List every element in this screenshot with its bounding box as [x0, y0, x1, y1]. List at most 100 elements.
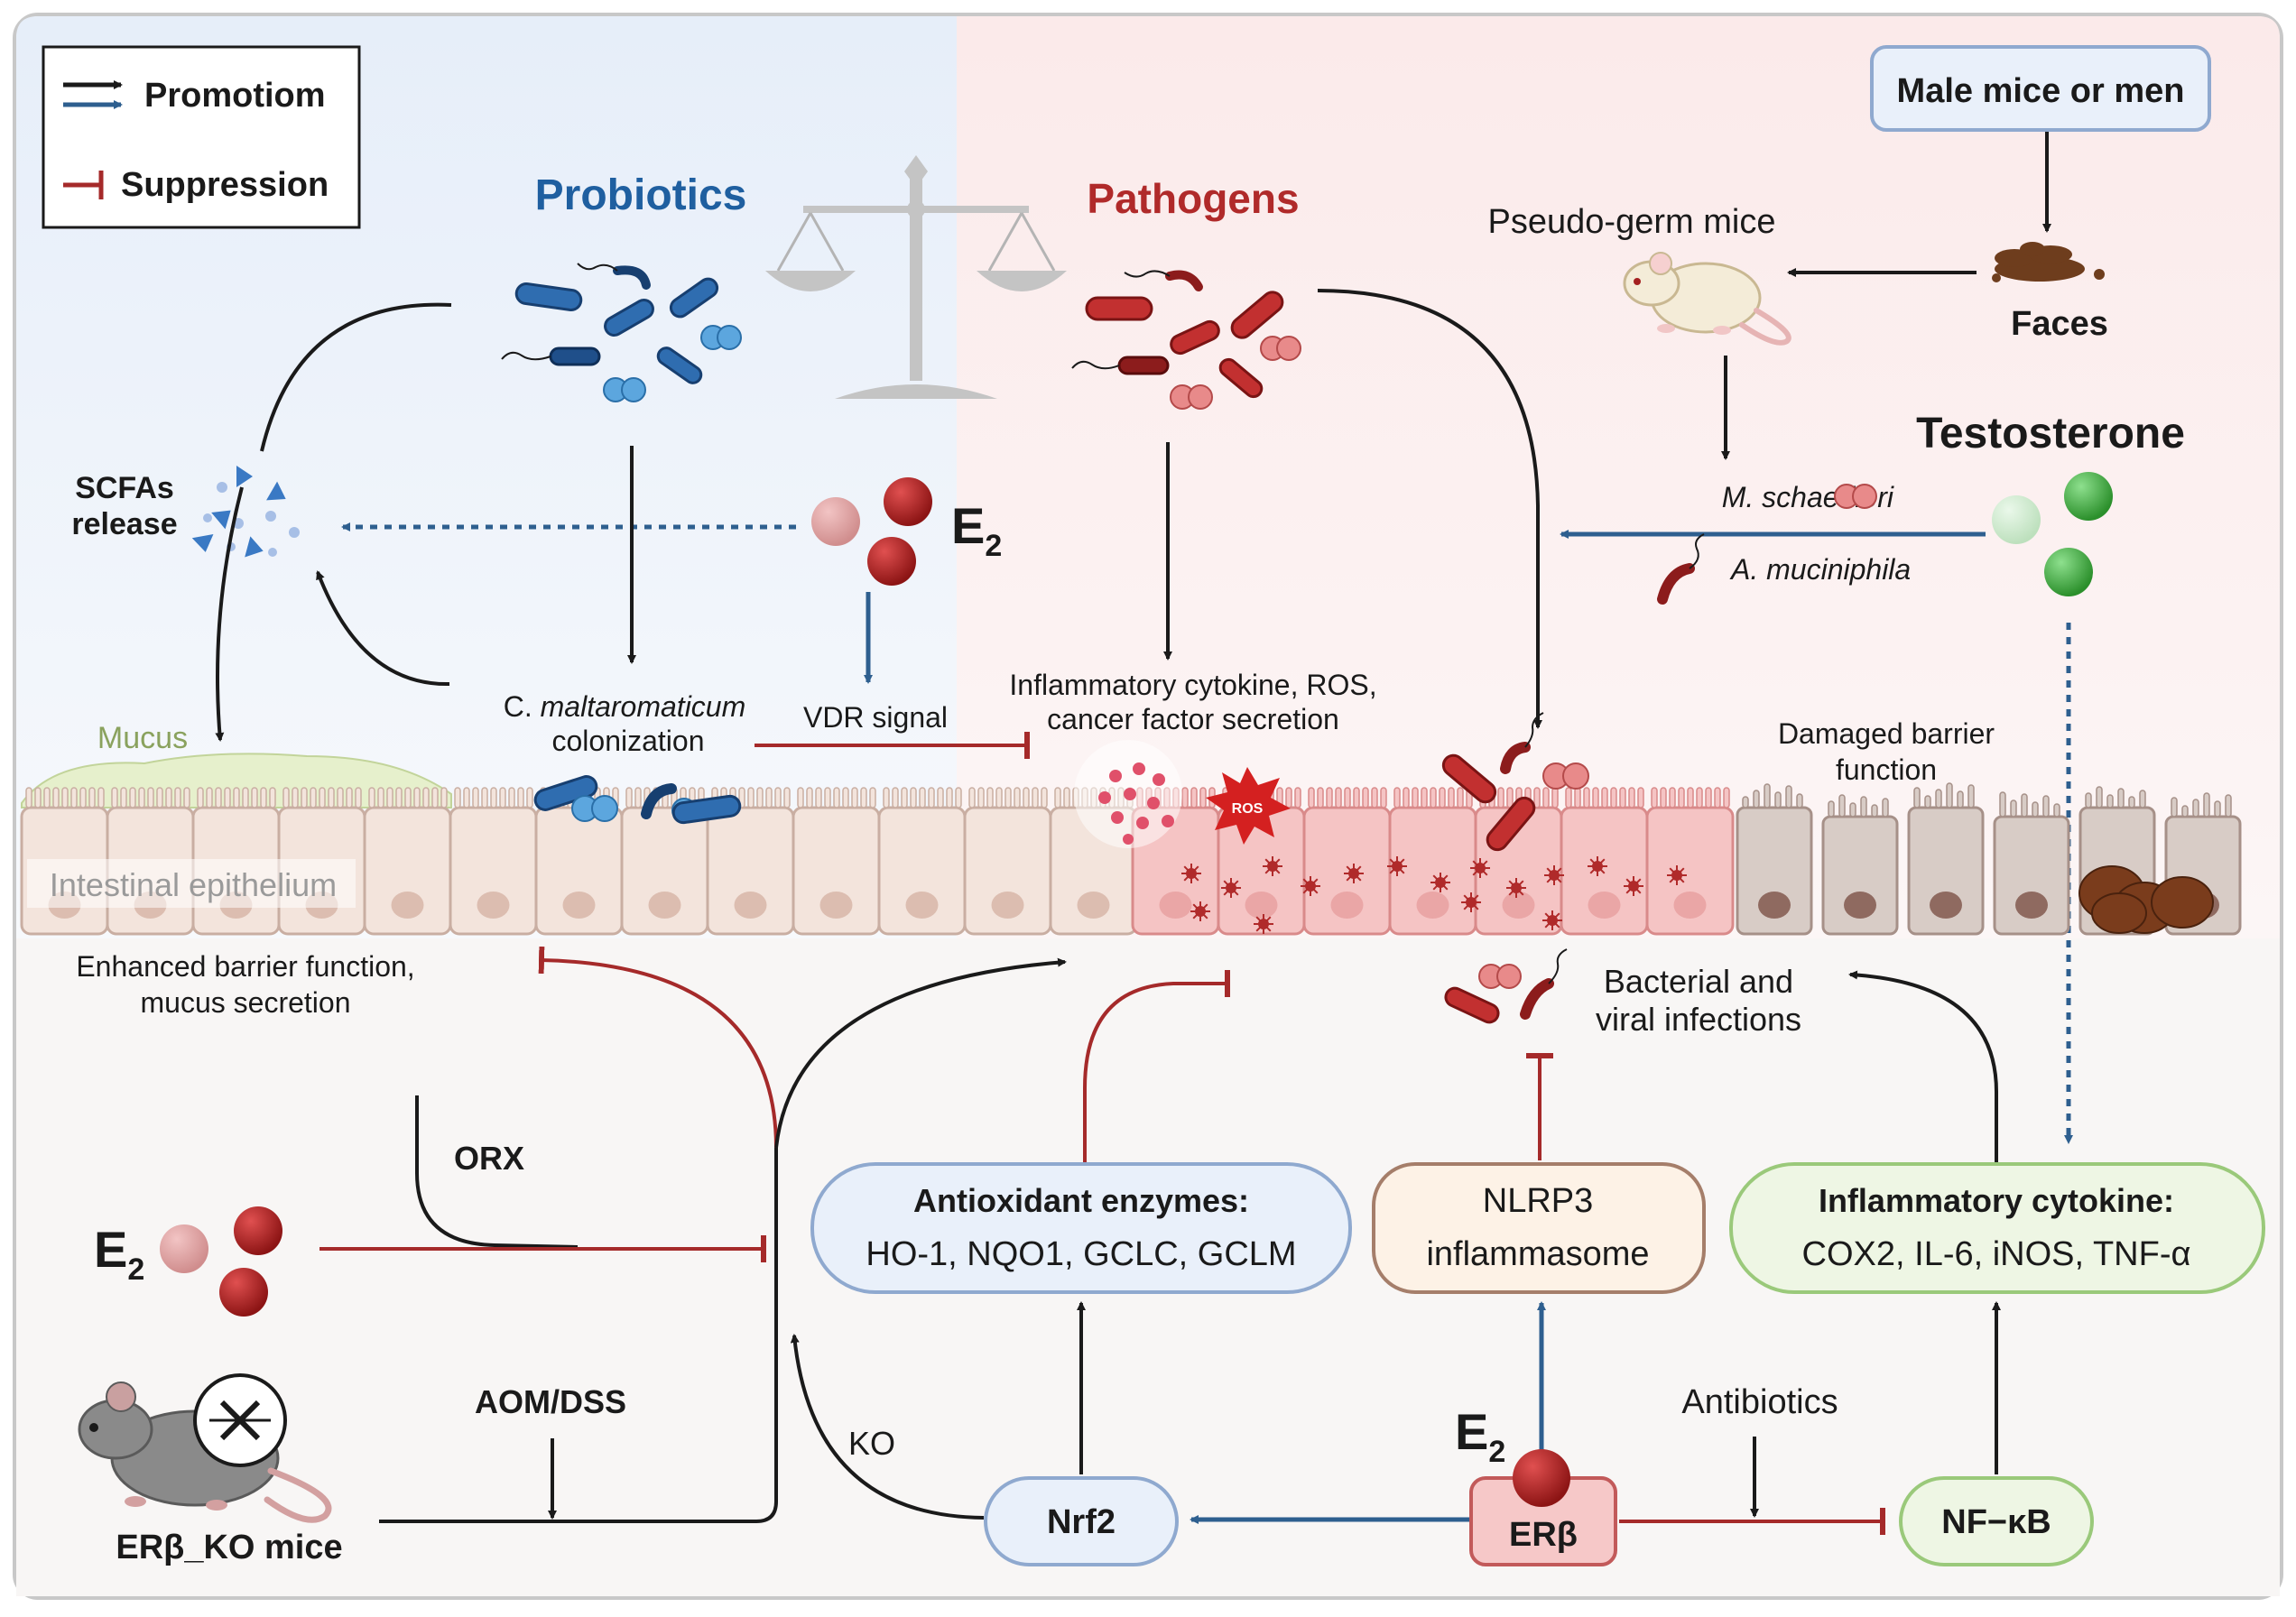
nrf2-box — [984, 1476, 1179, 1566]
testosterone-molecules — [1992, 472, 2113, 596]
nlrp3-label-line2: inflammasome — [1426, 1235, 1649, 1273]
legend: Promotiom Suppression — [42, 45, 361, 229]
suppression-antioxidant-to-damage — [1083, 970, 1230, 1162]
intestinal-epithelium-label: Intestinal epithelium — [50, 866, 337, 903]
damaged-epithelial-cell — [1736, 783, 1813, 936]
erb-e2-label: E2 — [1455, 1403, 1505, 1469]
damaged-epithelial-cell — [1821, 794, 1899, 936]
feces-icon — [1992, 242, 2105, 282]
erb-ko-mice-label: ERβ_KO mice — [116, 1529, 342, 1566]
pathogen-bacteria-cluster — [1071, 270, 1301, 410]
epithelial-cell — [877, 787, 967, 936]
ros-particles-icon — [1074, 740, 1182, 848]
epithelial-cell — [449, 787, 538, 936]
damaged-barrier-label-line1: Damaged barrier — [1778, 717, 1995, 750]
pathogen-panel-background — [957, 16, 2280, 938]
ros-starburst-icon: ROS — [1206, 767, 1291, 845]
legend-suppression-label: Suppression — [121, 166, 329, 204]
line-erbko-to-junction — [379, 1148, 778, 1523]
infections-label-line2: viral infections — [1596, 1001, 1801, 1038]
nfkb-label: NF−κB — [1941, 1503, 2051, 1541]
erb-label: ERβ — [1509, 1516, 1578, 1554]
male-mice-or-men-box — [1870, 45, 2211, 132]
arrow-scfa-to-mucus — [215, 486, 244, 742]
inflammatory-cytokine-box — [1729, 1162, 2265, 1294]
invading-pathogens-icon — [1441, 712, 1589, 852]
vdr-signal-label: VDR signal — [803, 701, 948, 734]
mucus-layer — [21, 753, 452, 808]
e2-molecules-top — [811, 477, 932, 586]
cytokine-title: Inflammatory cytokine: — [1819, 1182, 2174, 1219]
colonization-label: colonization — [552, 725, 705, 757]
probiotic-bacteria-cluster — [501, 263, 742, 402]
faces-label: Faces — [2011, 305, 2108, 343]
male-mice-or-men-label: Male mice or men — [1897, 72, 2185, 110]
antibiotics-label: Antibiotics — [1681, 1383, 1838, 1421]
c-maltaromaticum-label: C. maltaromaticum — [504, 690, 746, 723]
enhanced-barrier-label-line1: Enhanced barrier function, — [76, 950, 414, 983]
infection-bacteria-icon — [1444, 948, 1568, 1024]
probiotics-title: Probiotics — [535, 171, 747, 219]
feces-on-epithelium-icon — [2078, 865, 2214, 934]
orx-curve — [415, 1095, 579, 1249]
inflammation-label-line2: cancer factor secretion — [1047, 703, 1339, 735]
epithelial-cell — [363, 787, 452, 936]
scfa-particles-icon — [191, 466, 300, 558]
inflamed-epithelial-cell — [1560, 787, 1649, 936]
damaged-epithelial-cell — [1907, 782, 1985, 936]
damaged-epithelial-cell — [1993, 791, 2070, 936]
erb-bound-e2-molecule — [1513, 1449, 1570, 1507]
epithelial-cells — [20, 787, 1735, 936]
arrow-cytokine-to-damage — [1848, 970, 1998, 1162]
epithelial-cell — [963, 787, 1052, 936]
cytokine-list: COX2, IL-6, iNOS, TNF-α — [1802, 1235, 2191, 1273]
inflamed-epithelial-cell — [1645, 787, 1735, 936]
nlrp3-inflammasome-box — [1372, 1162, 1706, 1294]
a-muciniphila-bacteria-icon — [1657, 533, 1705, 605]
e2-label-top: E2 — [951, 497, 1002, 563]
scfas-label-line2: release — [71, 507, 177, 541]
erb-ko-mouse-icon — [78, 1373, 332, 1523]
nrf2-label: Nrf2 — [1047, 1503, 1116, 1541]
balance-scale-icon — [765, 155, 1067, 399]
scfas-label-line1: SCFAs — [75, 471, 174, 505]
m-schaedleri-bacteria-icon — [1834, 484, 1877, 509]
orx-label: ORX — [454, 1140, 524, 1177]
ko-label: KO — [848, 1425, 895, 1462]
inflammation-label-line1: Inflammatory cytokine, ROS, — [1009, 669, 1376, 701]
antioxidant-title: Antioxidant enzymes: — [913, 1182, 1249, 1219]
mucus-label: Mucus — [97, 721, 188, 755]
legend-box — [42, 45, 361, 229]
nlrp3-label-line1: NLRP3 — [1483, 1182, 1594, 1220]
antioxidant-enzymes-box — [810, 1162, 1352, 1294]
curve-probiotics-to-scfa — [260, 302, 452, 452]
a-muciniphila-label: A. muciniphila — [1729, 553, 1911, 586]
infections-label-line1: Bacterial and — [1604, 963, 1793, 1000]
intestinal-epithelium: Intestinal epithelium — [20, 753, 2242, 936]
enhanced-barrier-label-line2: mucus secretion — [141, 986, 351, 1019]
virus-particles-icon — [1181, 856, 1687, 934]
suppression-junction-to-barrier — [538, 946, 778, 1149]
arrow-colonization-to-scfa — [316, 570, 450, 687]
ros-label: ROS — [1232, 801, 1264, 817]
antioxidant-list: HO-1, NQO1, GCLC, GCLM — [866, 1235, 1296, 1273]
arrow-junction-to-damaged-epithelium — [774, 957, 1067, 1149]
legend-promotion-label: Promotiom — [144, 77, 326, 115]
white-mouse-icon — [1623, 252, 1791, 346]
epithelium-probiotic-bacteria — [533, 775, 742, 825]
aom-dss-label: AOM/DSS — [475, 1383, 626, 1420]
inflamed-epithelial-cell — [1388, 787, 1477, 936]
pseudo-germ-mice-label: Pseudo-germ mice — [1488, 203, 1776, 241]
intestinal-epithelium-label-bg — [27, 859, 356, 908]
nfkb-box — [1899, 1476, 2094, 1566]
e2-molecules-bottom — [160, 1206, 282, 1317]
arrow-nrf2-ko-to-junction — [790, 1334, 985, 1520]
inflamed-epithelial-cell — [1302, 787, 1392, 936]
testosterone-label: Testosterone — [1916, 410, 2185, 457]
probiotic-panel-background — [16, 16, 957, 938]
pathogens-title: Pathogens — [1087, 175, 1299, 222]
arrow-pathogens-to-epithelium — [1317, 289, 1542, 729]
damaged-barrier-label-line2: function — [1836, 753, 1937, 786]
